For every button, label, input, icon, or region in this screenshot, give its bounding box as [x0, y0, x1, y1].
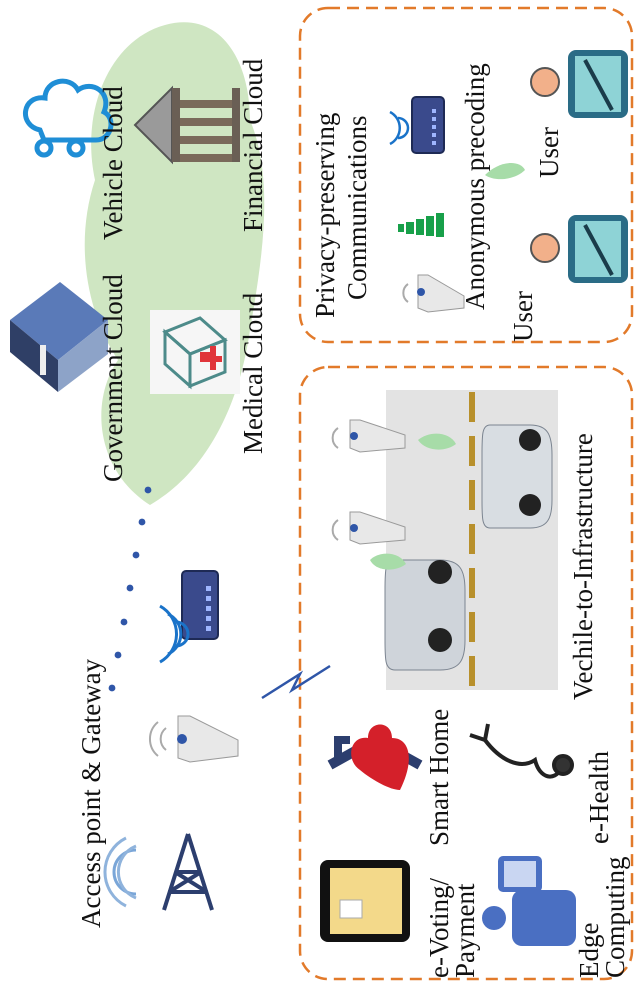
v2i-label: Vechile-to-Infrastructure [568, 433, 598, 700]
financial-cloud-label: Financial Cloud [238, 58, 268, 232]
building-icon [10, 282, 108, 392]
house-heart-icon [327, 724, 423, 790]
payment-label: Payment [450, 883, 480, 979]
lightning-link-icon [261, 664, 331, 700]
e-voting-label: e-Voting/ [424, 878, 454, 978]
top-panel-border [298, 6, 634, 344]
e-health-label: e-Health [584, 751, 614, 844]
beam [370, 433, 456, 570]
computing-label: Computing [600, 856, 630, 978]
cloud-icon [22, 78, 114, 158]
communications-label: Communications [342, 115, 372, 301]
user-label-1: User [534, 127, 564, 178]
tablet-icon [320, 860, 410, 942]
router-icon [411, 96, 445, 154]
stethoscope-icon [469, 723, 574, 779]
government-cloud-label: Government Cloud [98, 274, 128, 482]
person-icon [530, 67, 560, 263]
medical-box-icon [150, 310, 240, 394]
access-point-gateway-label: Access point & Gateway [76, 658, 106, 928]
car-icon [384, 424, 553, 671]
user-label-2: User [508, 291, 538, 342]
person-icon [482, 890, 576, 946]
cell-tower-icon [112, 833, 214, 911]
edge-label: Edge [574, 922, 604, 978]
antenna-icon [331, 419, 406, 545]
medical-cloud-label: Medical Cloud [238, 292, 268, 454]
beam [485, 163, 525, 180]
router-wifi [159, 604, 190, 664]
bottom-panel-border [298, 365, 634, 981]
vehicle-cloud-label: Vehicle Cloud [98, 86, 128, 240]
signal-bars-icon [398, 213, 444, 237]
antenna-icon [402, 274, 465, 313]
router-icon [181, 570, 219, 640]
anonymous-precoding-label: Anonymous precoding [460, 63, 490, 310]
laptop-icon [568, 50, 628, 283]
tower-waves [103, 836, 137, 908]
bank-icon [133, 85, 240, 165]
antenna-icon [148, 715, 239, 763]
router-wifi-top [389, 110, 410, 146]
smart-home-label: Smart Home [424, 708, 454, 846]
dotted-link-icon [108, 486, 152, 692]
phone-icon [498, 856, 542, 892]
privacy-preserving-label: Privacy-preserving [310, 112, 340, 318]
